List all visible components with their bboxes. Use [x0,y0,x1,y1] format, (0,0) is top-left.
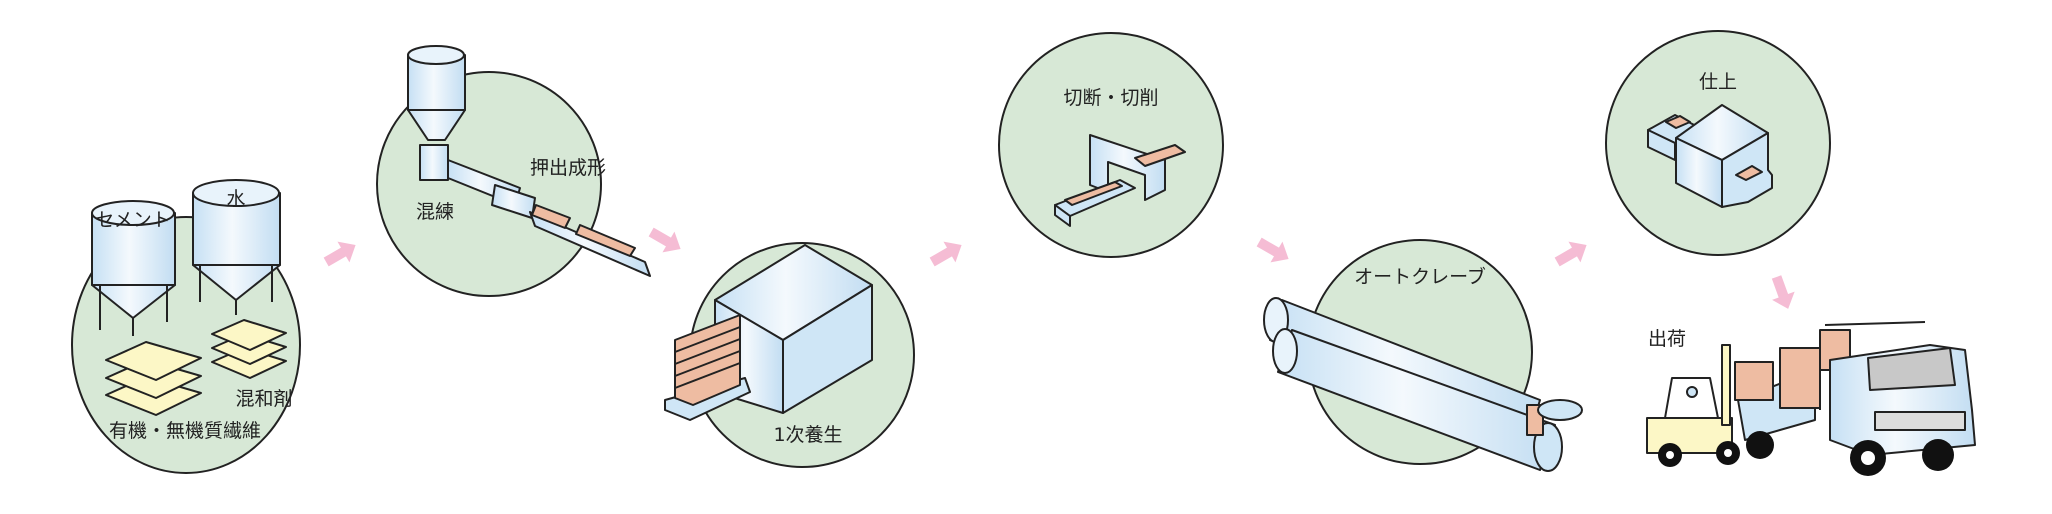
shipping-label: 出荷 [1648,328,1686,350]
extrusion-label: 押出成形 [530,157,606,179]
primary-curing-label: 1次養生 [773,424,842,446]
cutting-label: 切断・切削 [1063,87,1158,109]
admixture-bags [211,319,287,379]
step-primary-curing: 1次養生 [664,242,915,468]
step-forming: 押出成形 混練 [376,45,651,297]
water-silo: 水 [192,179,281,315]
kneading-label: 混練 [416,201,454,223]
board-stack [674,314,741,406]
flow-arrow-icon [1765,272,1800,314]
cement-silo: セメント [91,200,176,336]
flow-arrow-icon [1551,234,1593,273]
autoclave-label: オートクレーブ [1354,265,1486,288]
step-autoclave: オートクレーブ [1263,239,1583,472]
flow-arrow-icon [926,234,968,273]
flow-arrow-icon [645,221,687,260]
step-finishing: 仕上 [1605,30,1831,256]
flow-arrow-icon [1253,231,1295,270]
fiber-label: 有機・無機質繊維 [109,420,261,442]
truck-icon [1737,321,1976,476]
forklift-icon [1646,344,1774,467]
step-shipping: 出荷 [1646,321,1976,476]
finishing-label: 仕上 [1699,71,1737,93]
fiber-bags [105,341,202,416]
step-materials: セメント 水 混和剤 有機・無機質繊維 [71,179,301,474]
flow-arrow-icon [320,234,362,273]
step-cutting: 切断・切削 [998,32,1224,258]
cement-label: セメント [95,209,171,231]
water-label: 水 [226,188,245,210]
admixture-label: 混和剤 [235,388,292,410]
